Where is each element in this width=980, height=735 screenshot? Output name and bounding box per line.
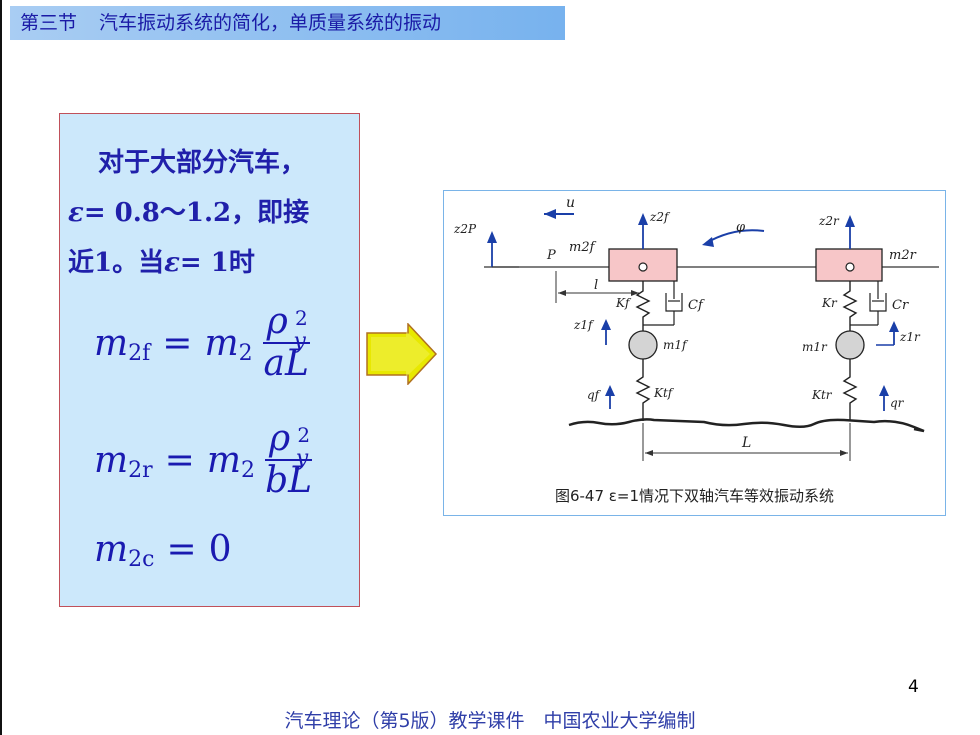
- slide-footer: 汽车理论（第5版）教学课件 中国农业大学编制: [284, 710, 696, 732]
- formula-m2r-rhs-sub: 2: [240, 457, 255, 483]
- label-L: L: [741, 435, 751, 451]
- label-m1r: m1r: [802, 340, 828, 354]
- label-phi: φ: [736, 220, 746, 235]
- label-Ktr: Ktr: [811, 388, 833, 402]
- rho-power-2: 2: [297, 423, 311, 447]
- formula-m2f-eq: =: [162, 322, 193, 364]
- label-Ktf: Ktf: [653, 386, 675, 400]
- formula-m2r-rhs: m: [206, 439, 241, 481]
- formula-m2r-lhs: m: [94, 439, 129, 481]
- slide-header: 第三节汽车振动系统的简化，单质量系统的振动: [10, 6, 565, 40]
- label-z2P: z2P: [453, 222, 477, 236]
- text-line-3-a: 近1。当: [68, 248, 165, 278]
- formula-m2f-lhs-sub: 2f: [128, 340, 151, 366]
- formula-m2r-lhs-sub: 2r: [128, 457, 153, 483]
- right-arrow-icon: [366, 323, 438, 385]
- label-z2f: z2f: [649, 210, 671, 224]
- formula-m2r-denominator: bL: [265, 460, 313, 501]
- label-Kf: Kf: [615, 296, 632, 310]
- formula-m2f-lhs: m: [94, 322, 129, 364]
- text-line-3: 近1。当ε= 1时: [68, 242, 255, 279]
- slide-left-border: [0, 0, 2, 735]
- vibration-diagram: u z2P P m2f z2f φ m2r z2r l Kf: [453, 195, 939, 461]
- formula-m2c-lhs-sub: 2c: [128, 547, 155, 572]
- rho-symbol: ρ: [266, 301, 288, 342]
- label-u: u: [566, 195, 575, 211]
- rho-subscript: y: [293, 329, 306, 354]
- formula-m2f-denominator: aL: [263, 343, 309, 384]
- rho-power: 2: [295, 306, 308, 330]
- rho-symbol-2: ρ: [268, 418, 291, 459]
- label-z1f: z1f: [573, 318, 595, 332]
- epsilon-symbol-2: ε: [164, 248, 180, 278]
- formula-m2c-rhs: 0: [208, 529, 232, 570]
- formula-m2c-eq: =: [166, 529, 197, 570]
- label-qf: qf: [587, 388, 602, 402]
- page-number: 4: [908, 677, 919, 697]
- label-z2r: z2r: [818, 214, 840, 228]
- label-qr: qr: [890, 396, 905, 410]
- label-l: l: [594, 278, 598, 293]
- section-title: 汽车振动系统的简化，单质量系统的振动: [99, 12, 442, 34]
- rho-subscript-2: y: [295, 446, 309, 471]
- formula-m2f-rhs-sub: 2: [238, 340, 253, 366]
- label-m2f: m2f: [569, 240, 597, 255]
- label-m2r: m2r: [889, 248, 917, 263]
- formula-m2f-rhs: m: [204, 322, 239, 364]
- label-Kr: Kr: [821, 296, 838, 310]
- text-line-2-rest: = 0.8～1.2，即接: [83, 198, 310, 228]
- text-line-1: 对于大部分汽车，: [98, 148, 307, 178]
- section-label: 第三节: [20, 12, 78, 34]
- figure-caption: 图6-47 ε=1情况下双轴汽车等效振动系统: [554, 487, 835, 505]
- formula-m2c-lhs: m: [94, 529, 129, 570]
- label-z1r: z1r: [899, 330, 921, 344]
- label-P: P: [546, 248, 556, 263]
- vibration-system-figure: u z2P P m2f z2f φ m2r z2r l Kf: [443, 190, 946, 516]
- formula-m2r-eq: =: [164, 439, 195, 481]
- text-line-2: ε= 0.8～1.2，即接: [68, 192, 309, 229]
- label-m1f: m1f: [663, 338, 689, 352]
- text-line-3-b: = 1时: [179, 248, 255, 278]
- label-Cf: Cf: [688, 298, 705, 313]
- epsilon-symbol: ε: [68, 198, 84, 228]
- label-Cr: Cr: [892, 298, 909, 313]
